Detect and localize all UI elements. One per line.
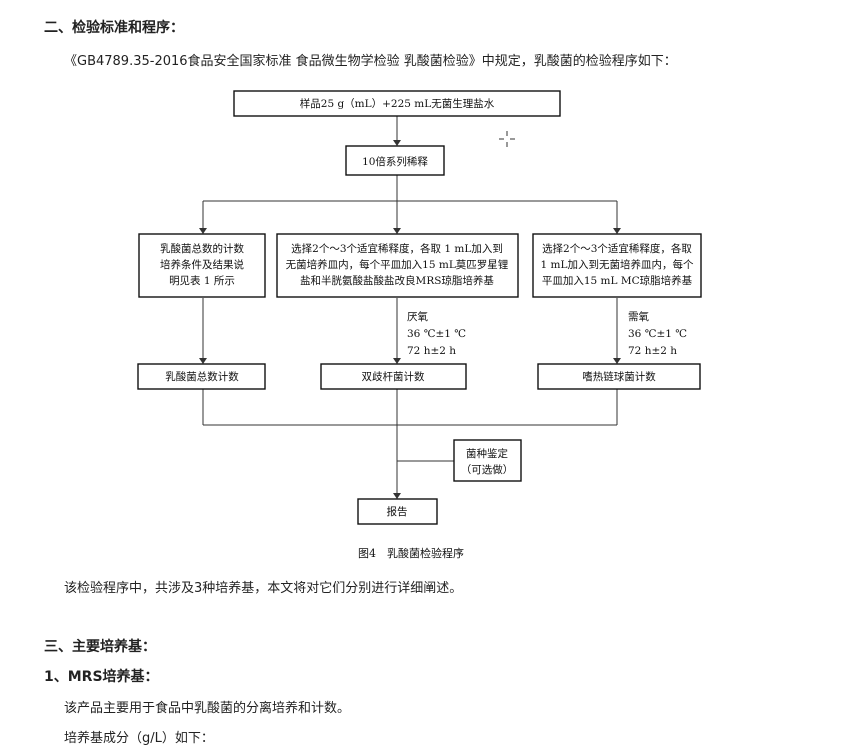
dilution-text: 10倍系列稀释 [362,155,428,168]
sample-box [233,90,561,117]
left-method-box [138,233,266,298]
crosshair-cursor-icon [499,131,515,147]
report-text: 报告 [387,505,408,518]
mid-count-box [320,363,467,390]
mid-condition-line: 72 h±2 h [407,345,456,357]
right-desc-line: 平皿加入15 mL MC琼脂培养基 [542,274,693,287]
left-desc-line: 乳酸菌总数的计数 [160,242,244,255]
right-method-box [532,233,702,298]
mid-desc-line: 选择2个～3个适宜稀释度，各取 1 mL加入到 [291,242,503,255]
mid-desc-line: 盐和半胱氨酸盐酸盐改良MRS琼脂培养基 [300,274,494,287]
mid-desc-line: 无菌培养皿内，每个平皿加入15 mL莫匹罗星锂 [286,258,509,271]
right-condition-line: 36 ℃±1 ℃ [628,328,687,340]
left-count-text: 乳酸菌总数计数 [165,370,239,383]
flowchart-diagram: 样品25 g（mL）+225 mL无菌生理盐水 10倍系列稀释 乳酸菌总数的计数… [137,90,702,560]
identify-text: （可选做） [461,463,514,476]
mid-condition-line: 厌氧 [407,310,428,323]
right-desc-line: 选择2个～3个适宜稀释度，各取 [542,242,692,255]
dilution-box [345,145,445,176]
mid-method-box [276,233,519,298]
right-desc-line: 1 mL加入到无菌培养皿内，每个 [541,258,694,271]
mid-count-text: 双歧杆菌计数 [362,370,425,383]
right-condition-line: 需氧 [628,310,649,323]
report-box [357,498,438,525]
mid-condition-line: 36 ℃±1 ℃ [407,328,466,340]
left-count-box [137,363,266,390]
right-count-box [537,363,701,390]
left-desc-line: 培养条件及结果说 [160,258,244,271]
figure-caption: 图4 乳酸菌检验程序 [358,546,464,560]
right-condition-line: 72 h±2 h [628,345,677,357]
intro-paragraph: 《GB4789.35-2016食品安全国家标准 食品微生物学检验 乳酸菌检验》中… [64,54,677,69]
sample-text: 样品25 g（mL）+225 mL无菌生理盐水 [300,97,495,110]
flowchart-connectors [199,116,621,499]
mrs-usage-paragraph: 该产品主要用于食品中乳酸菌的分离培养和计数。 [64,701,351,716]
mrs-composition-paragraph: 培养基成分（g/L）如下： [64,731,214,746]
section-heading-inspection: 二、检验标准和程序： [44,20,184,36]
identify-box [453,439,522,482]
section-heading-media: 三、主要培养基： [44,639,156,655]
left-desc-line: 明见表 1 所示 [169,274,235,287]
right-count-text: 嗜热链球菌计数 [582,370,656,383]
procedure-summary-paragraph: 该检验程序中，共涉及3种培养基，本文将对它们分别进行详细阐述。 [64,581,463,596]
subheading-mrs-medium: 1、MRS培养基： [44,669,159,685]
identify-text: 菌种鉴定 [466,447,508,460]
